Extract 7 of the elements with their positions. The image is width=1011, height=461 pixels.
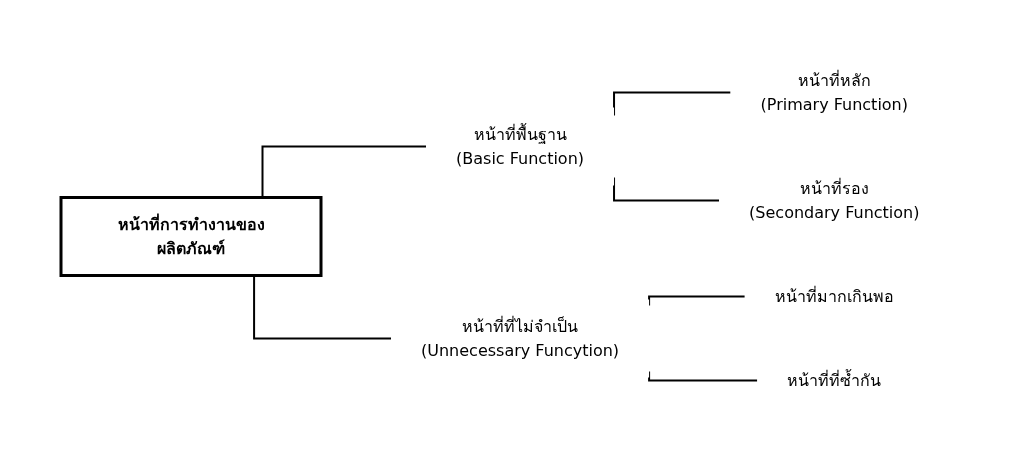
node-text: หน้าที่พื้นฐาน (Basic Function): [456, 124, 585, 168]
node-text: หน้าที่ที่ไม่จำเป็น (Unnecessary Funcytion): [421, 316, 620, 360]
node-box: หน้าที่การทำงานของผลิตภัณฑ์: [59, 196, 323, 277]
node-text: หน้าที่มากเกินพอ: [775, 286, 895, 306]
node-text: หน้าที่หลัก (Primary Function): [760, 70, 909, 114]
node-text: หน้าที่ที่ซ้ำกัน: [787, 370, 882, 390]
node-text: หน้าที่รอง (Secondary Function): [749, 178, 920, 222]
